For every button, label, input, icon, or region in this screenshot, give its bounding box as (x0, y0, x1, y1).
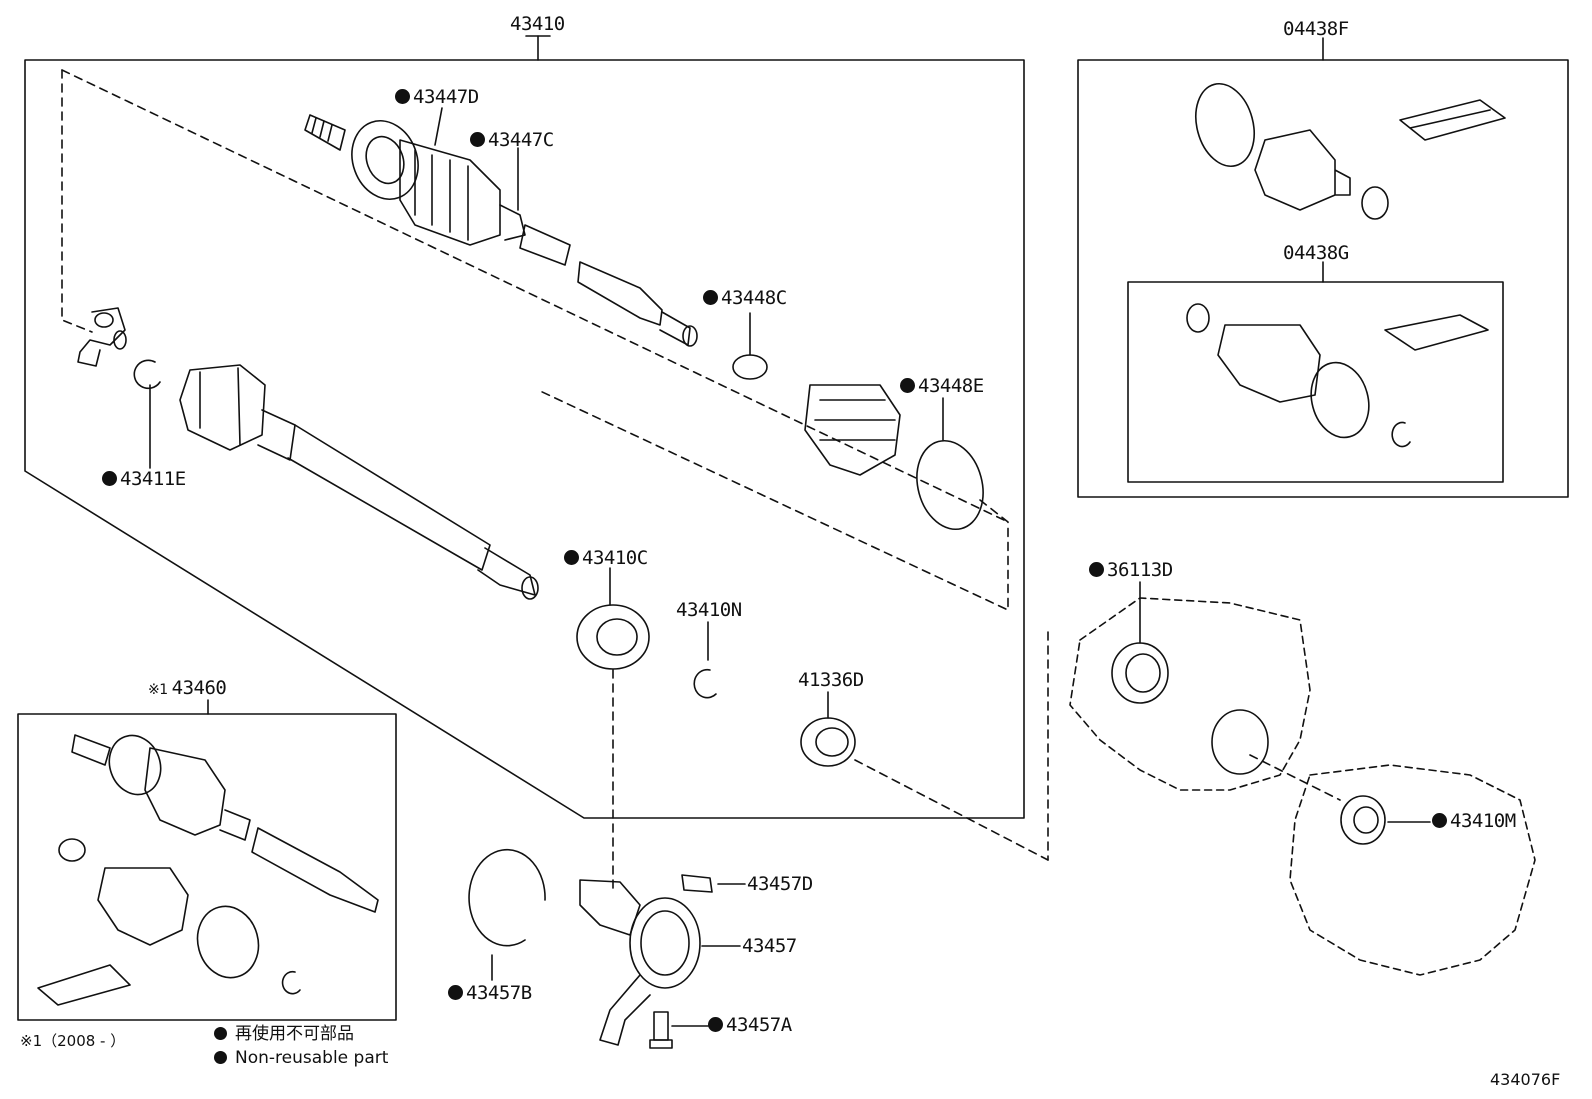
clamp-43448E (916, 439, 984, 531)
non-reusable-marker (703, 290, 718, 305)
non-reusable-marker (395, 89, 410, 104)
transfer-case (1289, 764, 1536, 976)
non-reusable-marker (470, 132, 485, 147)
bearing-43410C (576, 604, 650, 670)
assembly-43460-snap-ring (281, 970, 301, 995)
part-number: 43447C (488, 129, 554, 151)
snap-ring-43411E (133, 359, 161, 390)
clamp-43448C (732, 354, 768, 380)
label-43410C[interactable]: 43410C (564, 549, 648, 568)
transaxle-case (1069, 597, 1311, 791)
leader-43447D (434, 107, 443, 146)
label-43410[interactable]: 43410 (510, 13, 565, 35)
bearing-43410C-inner (596, 618, 638, 656)
snap-ring-43410N (693, 668, 717, 699)
part-number: 43410C (582, 547, 648, 569)
kit-G-boot (1217, 324, 1321, 403)
label-43448E[interactable]: 43448E (900, 377, 984, 396)
label-04438G[interactable]: 04438G (1283, 242, 1349, 264)
part-number: 43448C (721, 287, 787, 309)
assembly-43460-grease-pack (37, 964, 131, 1006)
dashed-diagonal-top (61, 69, 1009, 523)
non-reusable-marker (708, 1017, 723, 1032)
lower-drive-shaft (179, 364, 539, 600)
kit-F-boot (1254, 129, 1351, 211)
dashed-group-outline (61, 69, 93, 333)
kit-F-grease-pack (1399, 99, 1506, 141)
part-number: 43457A (726, 1014, 792, 1036)
legend-dot (214, 1027, 227, 1040)
assembly-43460-clamp-large (196, 905, 260, 979)
assembly-43460-boot (97, 867, 189, 946)
label-43457D[interactable]: 43457D (747, 873, 813, 895)
part-number: 36113D (1107, 559, 1173, 581)
label-43448C[interactable]: 43448C (703, 289, 787, 308)
seal-41336D-inner (815, 727, 849, 757)
non-reusable-marker (102, 471, 117, 486)
dashed-41336D (854, 759, 1049, 861)
seal-43410M-inner (1353, 806, 1379, 834)
kit-F-clamp-small (1361, 186, 1389, 220)
legend-dot (214, 1051, 227, 1064)
snap-ring-43457B (468, 848, 546, 947)
oil-seal-36113D-inner (1125, 653, 1161, 693)
part-number: 43457B (466, 982, 532, 1004)
label-43457[interactable]: 43457 (742, 935, 797, 957)
part-number: 43411E (120, 468, 186, 490)
part-number: 43410M (1450, 810, 1516, 832)
label-41336D[interactable]: 41336D (798, 669, 864, 691)
frame-04438G (1127, 281, 1504, 483)
case-bore (1211, 709, 1269, 775)
legend-non-reusable-jp: 再使用不可部品 (214, 1026, 354, 1043)
legend-jp-text: 再使用不可部品 (235, 1024, 354, 1044)
non-reusable-marker (564, 550, 579, 565)
non-reusable-marker (1089, 562, 1104, 577)
bolt-43457A (649, 1011, 673, 1049)
main-assembly-frame (24, 59, 1025, 819)
part-number: 43448E (918, 375, 984, 397)
knuckle-43457 (579, 874, 713, 1046)
boot-inboard (804, 384, 901, 476)
label-43411E[interactable]: 43411E (102, 470, 186, 489)
tripod-joint (77, 307, 127, 367)
kit-G-clamp-small (1186, 303, 1210, 333)
label-43447D[interactable]: 43447D (395, 88, 479, 107)
seal-43410M (1340, 795, 1386, 845)
label-43447C[interactable]: 43447C (470, 131, 554, 150)
upper-drive-shaft (304, 114, 698, 347)
dashed-case-link (1249, 754, 1341, 801)
legend-non-reusable-en: Non-reusable part (214, 1050, 388, 1067)
kit-G-snap-ring (1391, 421, 1411, 448)
kit-F-clamp-large (1195, 82, 1255, 168)
part-number: 43460 (171, 677, 227, 699)
label-43457B[interactable]: 43457B (448, 984, 532, 1003)
note-mark: ※1 (148, 682, 168, 698)
part-number: 43447D (413, 86, 479, 108)
dashed-right (537, 389, 1009, 611)
assembly-43460-clamp-small (58, 838, 86, 862)
label-43410M[interactable]: 43410M (1432, 812, 1516, 831)
assembly-43460-shaft (71, 734, 379, 913)
label-04438F[interactable]: 04438F (1283, 18, 1349, 40)
non-reusable-marker (900, 378, 915, 393)
label-43457A[interactable]: 43457A (708, 1016, 792, 1035)
label-43410N[interactable]: 43410N (676, 599, 742, 621)
non-reusable-marker (448, 985, 463, 1000)
footnote-model-year: ※1（2008 - ） (20, 1032, 126, 1050)
kit-G-grease-pack (1384, 314, 1489, 351)
non-reusable-marker (1432, 813, 1447, 828)
seal-41336D (800, 717, 856, 767)
diagram-id: 434076F (1490, 1070, 1561, 1089)
legend-en-text: Non-reusable part (235, 1048, 389, 1068)
kit-G-clamp-large (1310, 361, 1370, 439)
frame-43460 (17, 713, 397, 1021)
label-36113D[interactable]: 36113D (1089, 561, 1173, 580)
